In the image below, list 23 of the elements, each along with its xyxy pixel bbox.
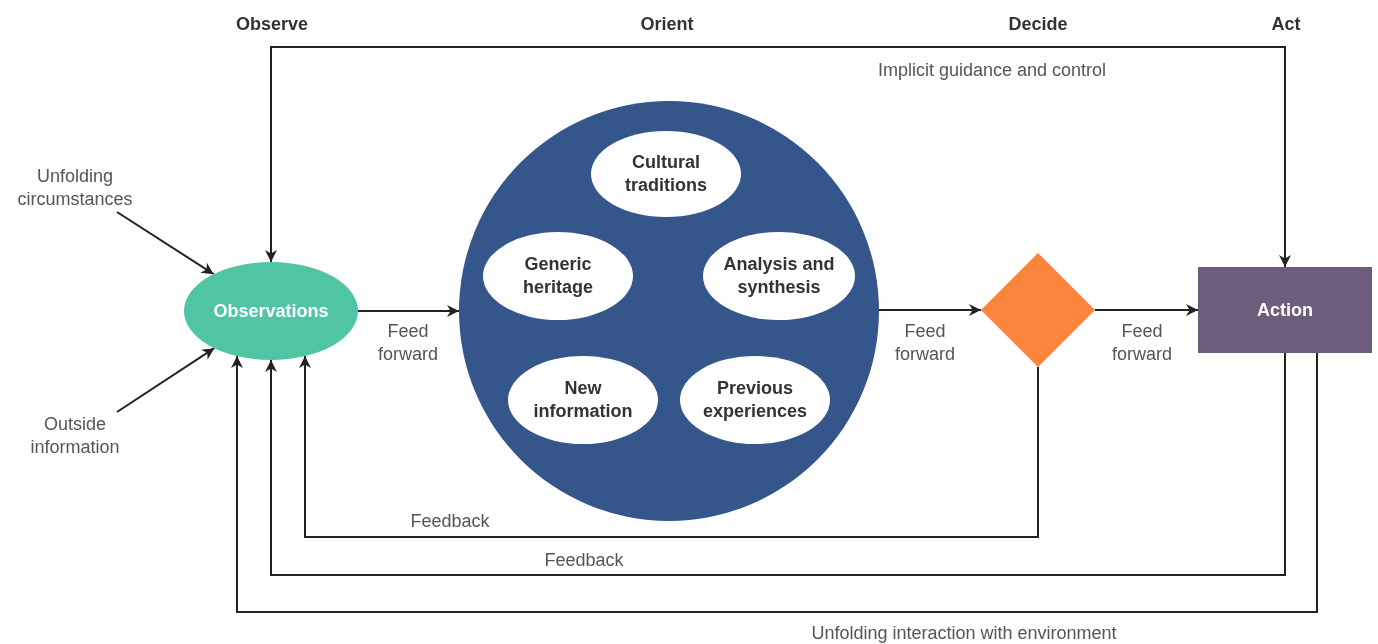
arrow bbox=[878, 304, 982, 316]
phase-heading: Orient bbox=[640, 14, 694, 35]
action-box bbox=[1198, 267, 1372, 353]
arrow bbox=[1094, 304, 1199, 316]
node-label: Previous experiences bbox=[701, 377, 809, 423]
node-label: Analysis and synthesis bbox=[722, 253, 836, 299]
arrow bbox=[116, 347, 216, 413]
arrow bbox=[231, 352, 1318, 613]
arrow bbox=[116, 211, 215, 276]
phase-heading: Observe bbox=[236, 14, 308, 35]
arrow bbox=[357, 305, 460, 317]
node-label: New information bbox=[532, 377, 634, 423]
node-label: Generic heritage bbox=[522, 253, 594, 299]
node-label: Cultural traditions bbox=[624, 151, 708, 197]
phase-heading: Act bbox=[1271, 14, 1301, 35]
annotation-text: Outside information bbox=[5, 412, 145, 460]
node-label: Observations bbox=[212, 300, 330, 322]
arrow bbox=[299, 355, 1039, 538]
node-label: Action bbox=[1256, 299, 1314, 321]
arrow bbox=[265, 46, 1291, 268]
phase-heading: Decide bbox=[1008, 14, 1068, 35]
arrow bbox=[265, 352, 1286, 576]
annotation-text: Unfolding circumstances bbox=[5, 164, 145, 212]
